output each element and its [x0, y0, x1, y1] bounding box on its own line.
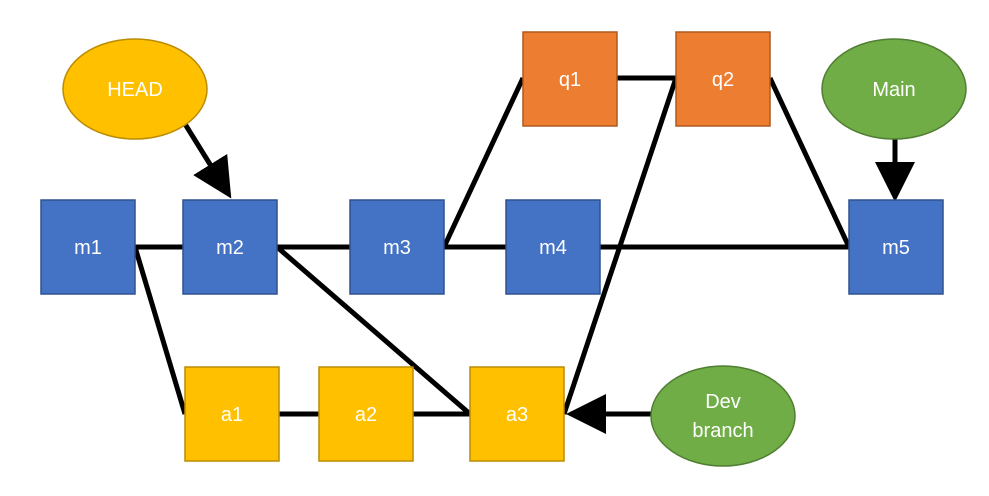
edge-m3-q1 [441, 76, 526, 249]
commit-label: m1 [74, 237, 102, 259]
commit-a3[interactable]: a3 [469, 366, 565, 462]
commit-label: m5 [882, 237, 910, 259]
commit-a2[interactable]: a2 [318, 366, 414, 462]
commit-label: a2 [355, 404, 377, 426]
pointer-label-line1: Dev [705, 391, 741, 413]
arrow-head-to-m2 [182, 122, 232, 199]
edges [132, 75, 852, 417]
commit-m4[interactable]: m4 [505, 199, 601, 295]
pointer-main[interactable]: Main [821, 38, 967, 140]
edge-q2-m5 [767, 76, 852, 249]
edge-q2-a3 [561, 77, 679, 415]
commit-label: a3 [506, 404, 528, 426]
pointer-label: HEAD [107, 79, 163, 101]
commit-m1[interactable]: m1 [40, 199, 136, 295]
pointer-label-line2: branch [692, 420, 753, 442]
commit-label: m2 [216, 237, 244, 259]
commit-q2[interactable]: q2 [675, 31, 771, 127]
commit-label: m3 [383, 237, 411, 259]
pointer-head[interactable]: HEAD [62, 38, 208, 140]
commit-label: a1 [221, 404, 243, 426]
commit-a1[interactable]: a1 [184, 366, 280, 462]
pointer-arrows [182, 122, 915, 434]
commit-label: q1 [559, 69, 581, 91]
commit-m5[interactable]: m5 [848, 199, 944, 295]
commit-m2[interactable]: m2 [182, 199, 278, 295]
edge-m2-a3 [275, 245, 472, 416]
commit-q1[interactable]: q1 [522, 31, 618, 127]
pointer-label: Main [872, 79, 915, 101]
edge-m1-a1 [132, 246, 188, 415]
commit-label: m4 [539, 237, 567, 259]
commit-label: q2 [712, 69, 734, 91]
pointer-dev-branch[interactable]: Dev branch [650, 365, 796, 467]
commit-m3[interactable]: m3 [349, 199, 445, 295]
